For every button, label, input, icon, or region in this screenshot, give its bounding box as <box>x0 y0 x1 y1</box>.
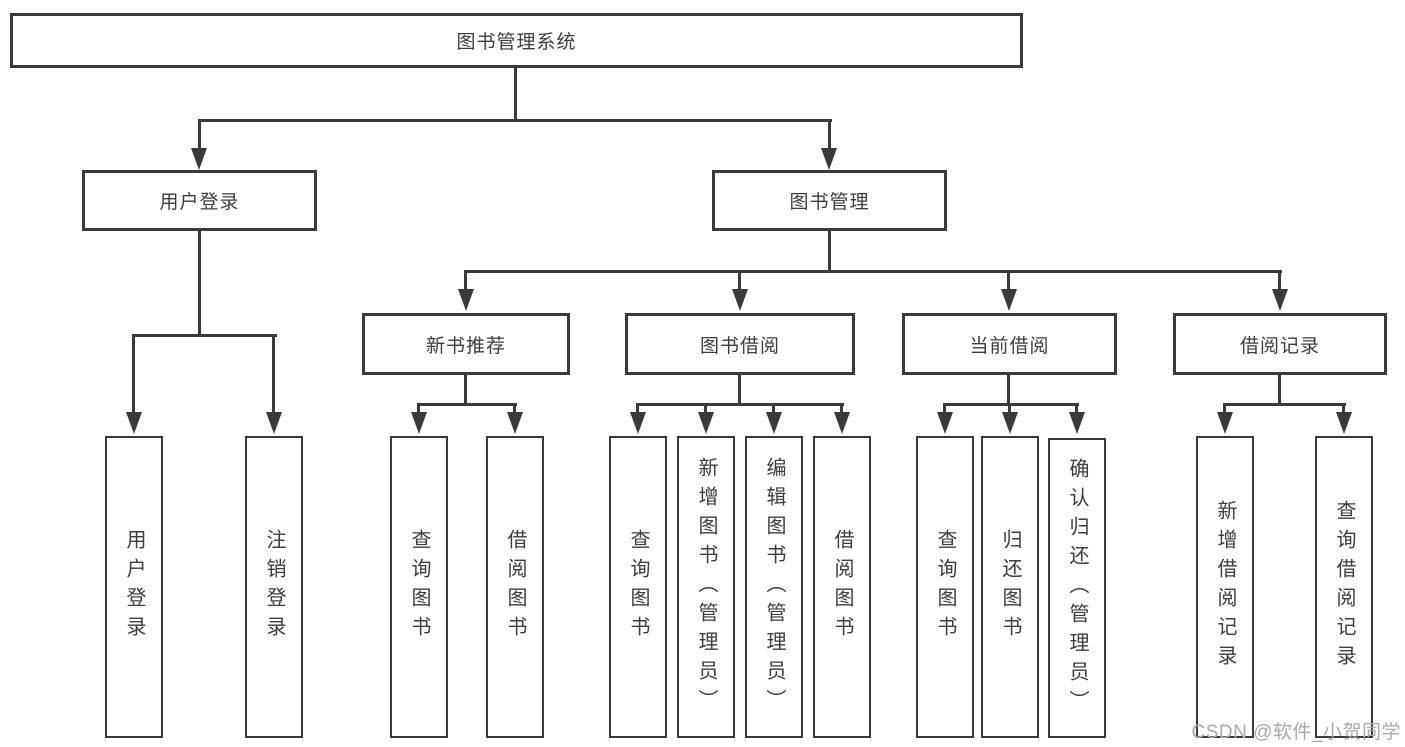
connector-line <box>1008 403 1011 414</box>
node-leaf-borrow-books-2: 借阅图书 <box>813 436 871 738</box>
node-leaf-borrow-books-1: 借阅图书 <box>486 436 544 738</box>
connector-line <box>1278 375 1281 406</box>
node-label: 确认归还（管理员） <box>1066 457 1088 719</box>
connector-line <box>514 68 517 122</box>
node-leaf-edit-books-admin: 编辑图书（管理员） <box>745 436 803 738</box>
arrow-down-icon <box>766 412 782 434</box>
node-label: 图书管理 <box>789 192 870 213</box>
connector-line <box>704 403 707 414</box>
connector-line <box>132 334 135 414</box>
node-label: 新书推荐 <box>425 335 506 357</box>
node-label: 图书管理系统 <box>456 32 577 53</box>
node-label: 借阅图书 <box>504 529 526 645</box>
connector-line <box>417 403 420 414</box>
connector-line <box>772 403 775 414</box>
connector-line <box>1223 403 1346 406</box>
connector-line <box>840 403 843 414</box>
arrow-down-icon <box>1217 412 1233 434</box>
connector-line <box>1342 403 1345 414</box>
node-current-borrowing: 当前借阅 <box>902 313 1117 375</box>
node-label: 归还图书 <box>999 529 1021 645</box>
connector-line <box>1075 403 1078 414</box>
arrow-down-icon <box>126 412 142 434</box>
node-book-borrowing: 图书借阅 <box>625 313 855 375</box>
connector-line <box>464 375 467 406</box>
node-leaf-add-books-admin: 新增图书（管理员） <box>677 436 735 738</box>
arrow-down-icon <box>266 412 282 434</box>
arrow-down-icon <box>1069 412 1085 434</box>
arrow-down-icon <box>1002 412 1018 434</box>
node-label: 新增图书（管理员） <box>695 456 717 718</box>
arrow-down-icon <box>1272 289 1288 311</box>
node-label: 新增借阅记录 <box>1214 500 1236 674</box>
node-user-login: 用户登录 <box>82 170 317 231</box>
node-borrowing-records: 借阅记录 <box>1173 313 1387 375</box>
arrow-down-icon <box>191 148 207 170</box>
node-label: 注销登录 <box>263 529 285 645</box>
node-leaf-confirm-return-admin: 确认归还（管理员） <box>1048 438 1106 738</box>
node-label: 查询图书 <box>627 529 649 645</box>
connector-line <box>417 403 517 406</box>
connector-line <box>636 403 844 406</box>
connector-line <box>198 231 201 337</box>
node-label: 编辑图书（管理员） <box>763 456 785 718</box>
node-root-book-management-system: 图书管理系统 <box>10 13 1023 68</box>
arrow-down-icon <box>732 289 748 311</box>
connector-line <box>1223 403 1226 414</box>
connector-line <box>198 119 832 122</box>
connector-line <box>464 270 467 292</box>
node-leaf-query-books-1: 查询图书 <box>390 436 448 738</box>
arrow-down-icon <box>821 148 837 170</box>
arrow-down-icon <box>630 412 646 434</box>
arrow-down-icon <box>698 412 714 434</box>
node-label: 用户登录 <box>159 192 240 213</box>
arrow-down-icon <box>1336 412 1352 434</box>
node-leaf-add-borrow-record: 新增借阅记录 <box>1196 436 1254 738</box>
arrow-down-icon <box>1001 289 1017 311</box>
connector-line <box>828 231 831 273</box>
arrow-down-icon <box>937 412 953 434</box>
connector-line <box>738 270 741 292</box>
node-new-book-recommend: 新书推荐 <box>362 313 570 375</box>
node-leaf-query-borrow-record: 查询借阅记录 <box>1315 436 1373 738</box>
node-leaf-query-books-2: 查询图书 <box>609 436 667 738</box>
connector-line <box>828 119 831 151</box>
node-leaf-logout: 注销登录 <box>245 436 303 738</box>
connector-line <box>464 270 1282 273</box>
node-label: 借阅记录 <box>1239 335 1320 357</box>
arrow-down-icon <box>507 412 523 434</box>
csdn-watermark: CSDN @软件_小贺同学 <box>1191 722 1401 743</box>
connector-line <box>272 334 275 414</box>
connector-line <box>513 403 516 414</box>
connector-line <box>943 403 946 414</box>
arrow-down-icon <box>834 412 850 434</box>
node-label: 查询图书 <box>408 529 430 645</box>
connector-line <box>1278 270 1281 292</box>
arrow-down-icon <box>411 412 427 434</box>
node-leaf-return-books: 归还图书 <box>981 436 1039 738</box>
node-leaf-user-login: 用户登录 <box>105 436 163 738</box>
connector-line <box>132 334 277 337</box>
node-label: 当前借阅 <box>969 335 1050 357</box>
node-label: 查询借阅记录 <box>1333 500 1355 674</box>
node-label: 用户登录 <box>123 529 145 645</box>
node-book-management: 图书管理 <box>712 170 947 231</box>
connector-line <box>1007 375 1010 406</box>
node-leaf-query-books-3: 查询图书 <box>916 436 974 738</box>
node-label: 查询图书 <box>934 529 956 645</box>
connector-line <box>943 403 1079 406</box>
node-label: 借阅图书 <box>831 529 853 645</box>
connector-line <box>198 119 201 151</box>
arrow-down-icon <box>458 289 474 311</box>
node-label: 图书借阅 <box>699 335 780 357</box>
connector-line <box>636 403 639 414</box>
connector-line <box>1007 270 1010 292</box>
connector-line <box>738 375 741 406</box>
